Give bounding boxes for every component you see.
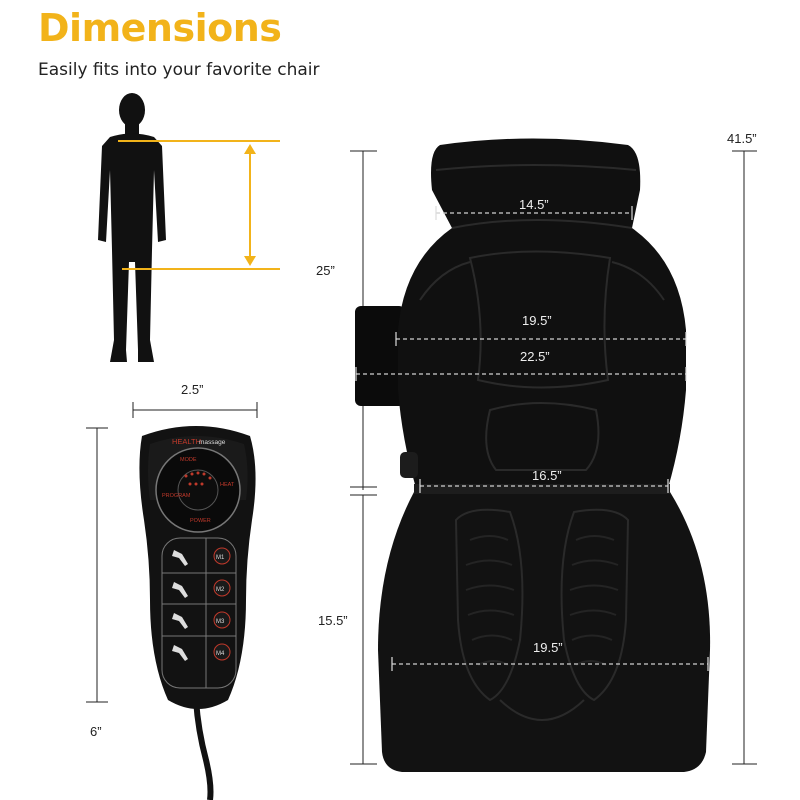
- width-dashed-lines: [356, 212, 708, 665]
- back-width-label: 19.5”: [522, 313, 552, 328]
- cushion-dimension-lines: [86, 150, 757, 765]
- person-silhouette: [98, 93, 166, 362]
- heat-button-label[interactable]: HEAT: [220, 482, 235, 488]
- total-height-label: 41.5”: [727, 131, 757, 146]
- remote-brand-suffix: massage: [199, 439, 226, 446]
- page-title: Dimensions: [38, 6, 282, 50]
- remote-length-label: 6”: [90, 724, 102, 739]
- remote-brand: HEALTH: [172, 437, 201, 446]
- mode-button-label[interactable]: MODE: [180, 457, 197, 463]
- program-button-label[interactable]: PROGRAM: [162, 493, 191, 499]
- seat-width-label: 19.5”: [533, 640, 563, 655]
- massage-cushion: [355, 138, 711, 772]
- head-width-label: 14.5”: [519, 197, 549, 212]
- zone-button-m3[interactable]: M3: [216, 619, 225, 625]
- remote-control: [139, 426, 256, 800]
- height-guide: [118, 140, 280, 270]
- power-button-label[interactable]: POWER: [190, 518, 211, 524]
- seat-height-label: 15.5”: [318, 613, 348, 628]
- back-height-label: 25”: [316, 263, 335, 278]
- waist-width-label: 16.5”: [532, 468, 562, 483]
- page-subtitle: Easily fits into your favorite chair: [38, 60, 320, 80]
- zone-button-m2[interactable]: M2: [216, 587, 225, 593]
- bolster-width-label: 22.5”: [520, 349, 550, 364]
- remote-width-label: 2.5”: [181, 382, 204, 397]
- zone-button-m1[interactable]: M1: [216, 555, 225, 561]
- zone-button-m4[interactable]: M4: [216, 651, 225, 657]
